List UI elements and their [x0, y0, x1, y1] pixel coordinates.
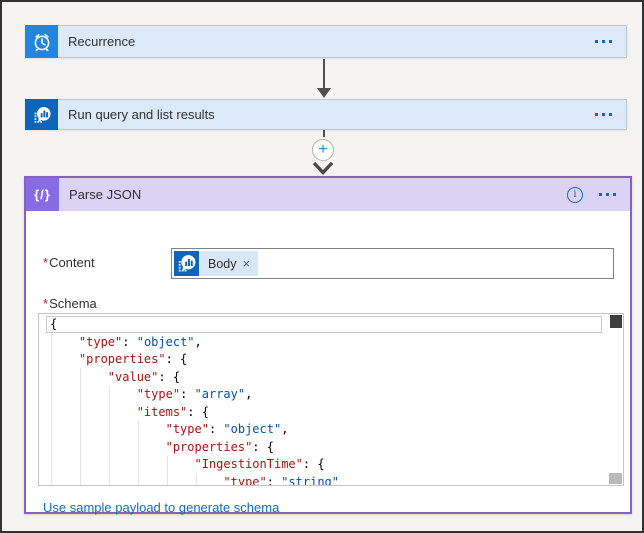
step-title: Parse JSON — [69, 187, 142, 202]
insert-step-button[interactable]: + — [312, 139, 334, 161]
required-marker: * — [43, 255, 49, 270]
step-parse-json: {/} Parse JSON i *Content — [24, 176, 632, 515]
more-options-icon[interactable] — [595, 40, 612, 43]
step-recurrence[interactable]: Recurrence — [25, 25, 627, 58]
code-line: "type": "object", — [165, 422, 289, 436]
code-line: "type": "string" — [223, 474, 339, 486]
azure-monitor-logs-icon — [25, 99, 58, 130]
token-close-icon[interactable]: × — [242, 256, 251, 271]
token-label: Body — [208, 256, 237, 271]
code-line: "value": { — [107, 369, 181, 384]
info-icon[interactable]: i — [567, 186, 583, 203]
vertical-scrollbar-thumb[interactable] — [610, 315, 622, 328]
schema-code-content: { "type": "object", "properties": { "val… — [39, 314, 610, 485]
azure-monitor-logs-icon — [174, 251, 199, 276]
use-sample-payload-link[interactable]: Use sample payload to generate schema — [43, 500, 280, 515]
step-title: Recurrence — [68, 34, 136, 49]
body-token[interactable]: Body × — [174, 251, 259, 276]
parse-json-body: *Content — [26, 211, 630, 515]
schema-code-editor[interactable]: { "type": "object", "properties": { "val… — [38, 313, 624, 486]
plus-icon: + — [318, 141, 328, 158]
code-line: "items": { — [136, 404, 209, 419]
content-field-label: *Content — [43, 255, 95, 270]
parse-json-braces-icon: {/} — [26, 178, 59, 211]
code-line: { — [50, 317, 58, 331]
step-run-query[interactable]: Run query and list results — [25, 99, 627, 130]
arrow-down-icon — [317, 88, 331, 98]
code-line: "properties": { — [78, 352, 188, 366]
parse-glyph: {/} — [34, 187, 51, 202]
code-line: "IngestionTime": { — [194, 457, 325, 471]
code-line: "type": "array", — [136, 387, 253, 401]
connector-line — [323, 130, 325, 140]
chevron-down-arrow-icon — [312, 162, 334, 175]
more-options-icon[interactable] — [595, 113, 612, 116]
code-line: "properties": { — [165, 439, 274, 454]
step-title: Run query and list results — [68, 107, 215, 122]
parse-json-header[interactable]: {/} Parse JSON i — [26, 178, 630, 211]
content-input[interactable]: Body × — [171, 248, 614, 279]
required-marker: * — [43, 296, 49, 311]
schema-field-label: *Schema — [43, 296, 97, 311]
code-line: "type": "object", — [78, 334, 202, 349]
connector-line — [323, 59, 325, 89]
horizontal-scrollbar-thumb[interactable] — [609, 473, 622, 484]
recurrence-clock-icon — [25, 25, 58, 58]
more-options-icon[interactable] — [599, 193, 616, 196]
